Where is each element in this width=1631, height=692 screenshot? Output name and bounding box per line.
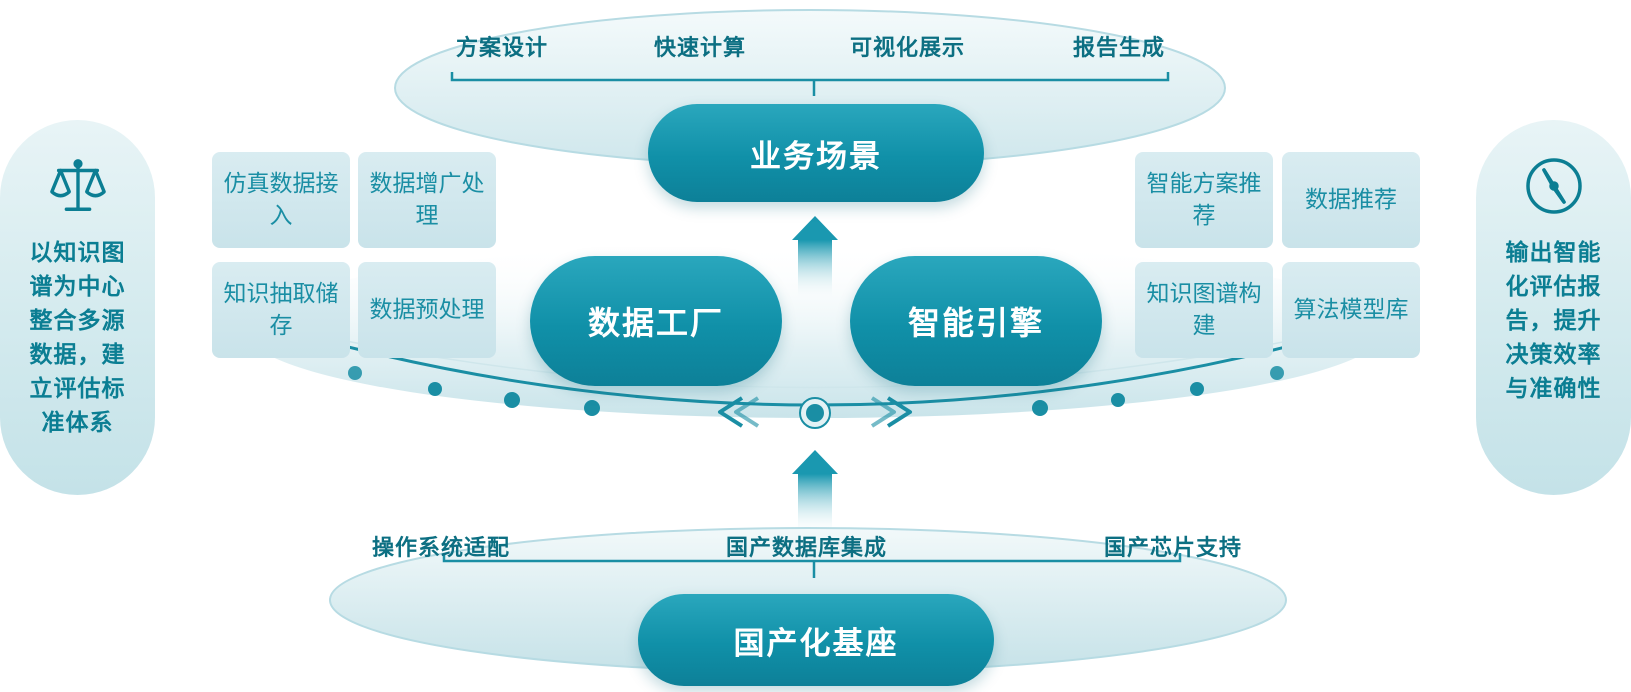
right-info-panel: 输出智能化评估报告，提升决策效率与准确性 (1476, 120, 1631, 495)
tile-data-preprocessing: 数据预处理 (358, 262, 496, 358)
data-factory-pill: 数据工厂 (530, 256, 782, 386)
bottom-label-2: 国产数据库集成 (726, 536, 888, 561)
balance-scale-icon (42, 150, 114, 222)
top-label-1: 方案设计 (456, 36, 549, 61)
up-arrow-bottom (792, 450, 838, 536)
right-panel-text: 输出智能化评估报告，提升决策效率与准确性 (1505, 240, 1602, 402)
intelligent-engine-pill: 智能引擎 (850, 256, 1102, 386)
orbit-nodes (348, 366, 1284, 429)
top-label-2: 快速计算 (654, 36, 747, 61)
orbit-chevrons (718, 396, 912, 428)
up-arrow-middle (792, 216, 838, 300)
domestic-foundation-pill: 国产化基座 (638, 594, 994, 686)
bottom-label-3: 国产芯片支持 (1104, 536, 1243, 561)
tile-algorithm-model-lib: 算法模型库 (1282, 262, 1420, 358)
tile-simulation-data: 仿真数据接入 (212, 152, 350, 248)
top-label-3: 可视化展示 (850, 36, 966, 61)
left-info-panel: 以知识图谱为中心整合多源数据，建立评估标准体系 (0, 120, 155, 495)
middle-ellipse-fill (245, 242, 1385, 418)
tile-data-recommend: 数据推荐 (1282, 152, 1420, 248)
tile-data-augmentation: 数据增广处理 (358, 152, 496, 248)
top-bracket (450, 72, 1170, 96)
bottom-label-1: 操作系统适配 (372, 536, 511, 561)
bottom-bracket (442, 553, 1182, 578)
tile-knowledge-extraction: 知识抽取储存 (212, 262, 350, 358)
left-panel-text: 以知识图谱为中心整合多源数据，建立评估标准体系 (29, 240, 126, 436)
tile-smart-plan-recommend: 智能方案推荐 (1135, 152, 1273, 248)
business-scenario-pill: 业务场景 (648, 104, 984, 202)
top-label-4: 报告生成 (1073, 36, 1166, 61)
compass-icon (1518, 150, 1590, 222)
tile-knowledge-graph-build: 知识图谱构建 (1135, 262, 1273, 358)
